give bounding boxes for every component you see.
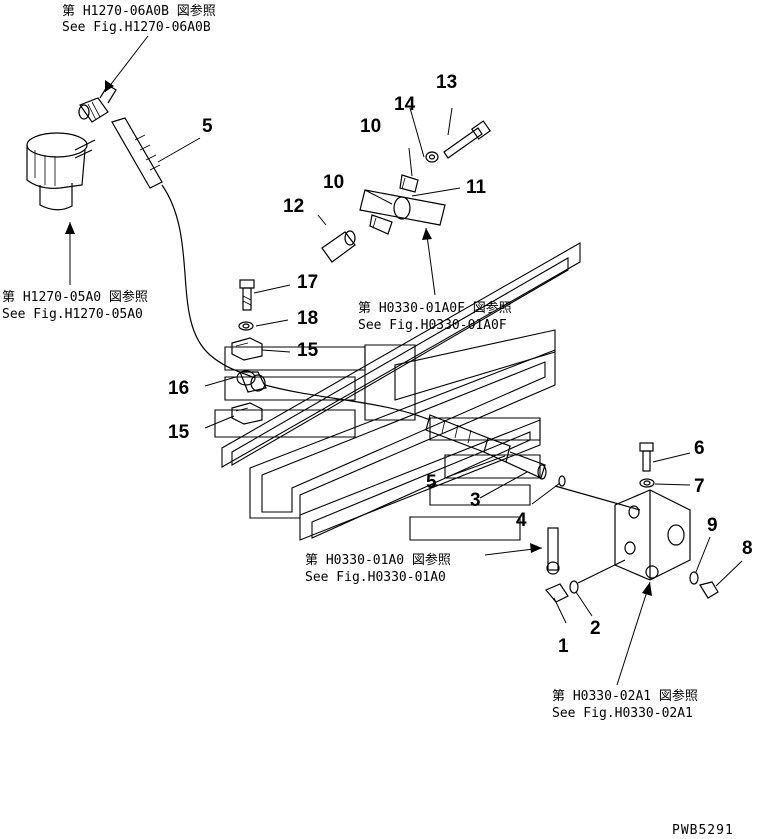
svg-text:See Fig.H1270-06A0B: See Fig.H1270-06A0B	[62, 20, 211, 35]
oring-2	[569, 580, 579, 594]
valve-block	[554, 485, 691, 584]
watermark-logo	[214, 242, 581, 541]
bracket-15-upper	[231, 337, 263, 361]
filter-assembly	[26, 132, 96, 211]
svg-text:See Fig.H0330-01A0F: See Fig.H0330-01A0F	[358, 318, 507, 333]
part-number-16: 16	[168, 378, 189, 399]
clamp-16	[236, 370, 267, 393]
reference-h1270-06a0b: 第 H1270-06A0B 図参照 See Fig.H1270-06A0B	[62, 3, 216, 35]
part-number-6: 6	[694, 438, 705, 459]
nut-14	[425, 151, 439, 163]
part-number-13: 13	[436, 72, 457, 93]
drawing-code: PWB5291	[672, 823, 734, 838]
bolt-17	[239, 279, 255, 311]
part-number-5-lower: 5	[426, 472, 437, 493]
bracket-15-lower	[231, 402, 263, 425]
part-number-14: 14	[394, 94, 416, 115]
part-number-5-upper: 5	[202, 116, 213, 137]
leader-lines	[65, 35, 743, 686]
svg-text:See Fig.H1270-05A0: See Fig.H1270-05A0	[2, 307, 143, 322]
svg-text:第 H0330-02A1 図参照: 第 H0330-02A1 図参照	[552, 688, 698, 704]
bolt-13	[443, 120, 492, 159]
part-number-1: 1	[558, 636, 569, 657]
part-number-10-lower: 10	[323, 172, 344, 193]
part-number-9: 9	[707, 515, 718, 536]
clamp-10-upper	[399, 174, 419, 193]
fitting-1	[545, 527, 569, 603]
plug-8	[699, 581, 719, 599]
hose-upper	[111, 117, 256, 379]
spacer-12	[321, 230, 356, 263]
part-number-10-upper: 10	[360, 116, 381, 137]
part-number-15-lower: 15	[168, 422, 190, 443]
part-number-8: 8	[742, 538, 753, 559]
pipe-11	[359, 189, 446, 226]
part-number-15-upper: 15	[297, 340, 319, 361]
svg-text:第 H0330-01A0 図参照: 第 H0330-01A0 図参照	[305, 552, 451, 568]
part-number-17: 17	[297, 272, 318, 293]
svg-text:第 H0330-01A0F 図参照: 第 H0330-01A0F 図参照	[358, 300, 512, 316]
svg-text:第 H1270-05A0 図参照: 第 H1270-05A0 図参照	[2, 289, 148, 305]
reference-h0330-01a0: 第 H0330-01A0 図参照 See Fig.H0330-01A0	[305, 552, 451, 585]
svg-text:第 H1270-06A0B 図参照: 第 H1270-06A0B 図参照	[62, 3, 216, 19]
svg-text:See Fig.H0330-01A0: See Fig.H0330-01A0	[305, 570, 446, 585]
reference-h1270-05a0: 第 H1270-05A0 図参照 See Fig.H1270-05A0	[2, 289, 148, 322]
hose-lower	[264, 384, 547, 480]
bolt-6	[639, 442, 654, 472]
part-number-3: 3	[470, 490, 481, 511]
reference-h0330-02a1: 第 H0330-02A1 図参照 See Fig.H0330-02A1	[552, 688, 698, 721]
reference-h0330-01a0f: 第 H0330-01A0F 図参照 See Fig.H0330-01A0F	[358, 300, 512, 333]
oring-9	[689, 571, 699, 585]
elbow-fitting	[78, 84, 117, 123]
part-number-7: 7	[694, 476, 705, 497]
part-number-4: 4	[516, 510, 527, 531]
clamp-10-lower	[369, 214, 393, 235]
part-number-18: 18	[297, 308, 318, 329]
oring-4	[558, 475, 566, 487]
part-number-2: 2	[590, 618, 601, 639]
part-number-12: 12	[283, 196, 304, 217]
svg-text:See Fig.H0330-02A1: See Fig.H0330-02A1	[552, 706, 693, 721]
washer-7	[639, 478, 655, 488]
washer-18	[238, 321, 254, 331]
part-number-11: 11	[466, 177, 487, 198]
